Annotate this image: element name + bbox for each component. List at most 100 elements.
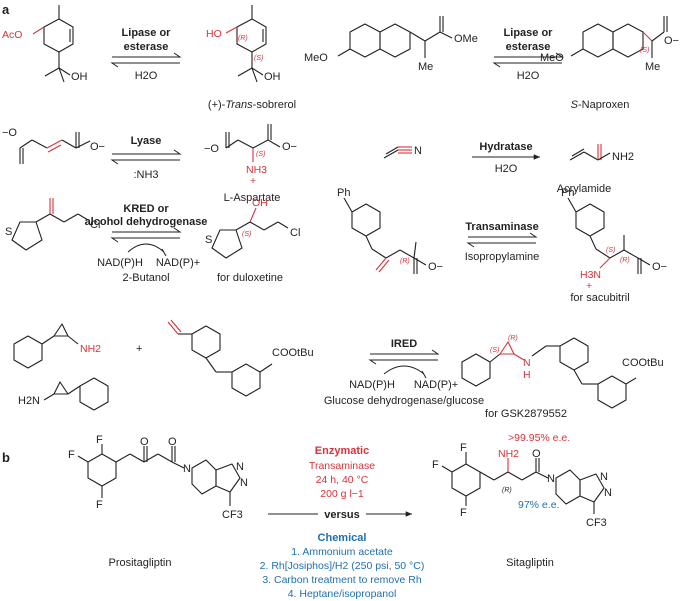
prositagliptin-structure: F F F O O N N N CF3 (68, 434, 248, 521)
trans-sobrerol-name: (+)-Trans-sobrerol (208, 99, 296, 111)
o-1: O (140, 436, 149, 448)
f-3: F (96, 499, 103, 511)
n-4: N (547, 473, 555, 485)
piperidine-aldehyde: COOtBu (167, 319, 314, 397)
acrylamide-name: Acrylamide (557, 183, 611, 195)
amide-nh2: NH2 (612, 151, 634, 163)
aldehyde-coo-tbu: COOtBu (272, 347, 314, 359)
ired-cofactor-1: NAD(P)H (349, 379, 395, 391)
f-2: F (68, 449, 75, 461)
ired-cosubstrate: Glucose dehydrogenase/glucose (324, 395, 484, 407)
kred-reagent-2: alcohol dehydrogenase (85, 216, 208, 228)
thiophene-s-2: S (205, 234, 212, 246)
aspartate-o-minus-2: O− (282, 141, 297, 153)
lyase-condition: :NH3 (133, 169, 158, 181)
lyase-reagent: Lyase (131, 135, 162, 147)
duloxetine-name: for duloxetine (217, 272, 283, 284)
f-6: F (460, 507, 467, 519)
plus-sign: + (136, 343, 142, 355)
naproxen-equilibrium-arrow (492, 52, 564, 68)
trans-cyclopropylamines: NH2 H2N (13, 323, 109, 411)
oh-label: OH (71, 71, 88, 83)
sacubitril-name: for sacubitril (570, 292, 629, 304)
gsk-name: for GSK2879552 (485, 408, 567, 420)
chemical-line-1: 1. Ammonium acetate (291, 546, 393, 558)
panel-b-label: b (2, 450, 10, 465)
chloride-1: Cl (90, 219, 100, 231)
ketone-stereo: (R) (400, 258, 410, 265)
versus-label: versus (324, 509, 359, 521)
n-5: N (600, 471, 608, 483)
naproxen-condition: H2O (517, 70, 540, 82)
sobrerol-equilibrium-arrow (110, 52, 182, 68)
s-naproxen-product: MeO (S) Me O− (540, 16, 679, 73)
chemical-line-2: 2. Rh[Josiphos]/H2 (250 psi, 50 °C) (260, 560, 425, 572)
product-coo-tbu: COOtBu (622, 357, 664, 369)
acrylamide-product: NH2 (569, 144, 634, 163)
trans-sobrerol-product: HO (R) (S) OH (206, 5, 281, 83)
transaminase-reagent: Transaminase (465, 221, 538, 233)
enzymatic-line-1: Transaminase (309, 460, 375, 472)
ired-arrow (368, 349, 440, 379)
naproxen-o-minus: O− (664, 35, 679, 47)
kred-cofactor-2: NAD(P)+ (156, 257, 200, 269)
sobrerol-starting-material: AcO OH (2, 5, 88, 83)
prositagliptin-name: Prositagliptin (109, 557, 172, 569)
enzymatic-line-2: 24 h, 40 °C (316, 474, 369, 486)
duloxetine-alcohol: S OH (S) Cl (205, 197, 300, 259)
o-minus-2: O− (652, 261, 667, 273)
naproxen-reagent: Lipase or (504, 27, 554, 39)
sacubitril-amine: Ph (S) (R) H3N + O− (561, 187, 667, 292)
sacubitril-ketone: Ph (R) O− (337, 187, 443, 274)
cf3-1: CF3 (222, 509, 243, 521)
nitrile-n: N (414, 145, 422, 157)
sobrerol-reagent: Lipase or (122, 27, 172, 39)
chemical-line-4: 4. Heptane/isopropanol (288, 588, 397, 600)
o-minus-1: O− (428, 261, 443, 273)
enzymatic-title: Enzymatic (315, 445, 369, 457)
chemical-line-3: 3. Carbon treatment to remove Rh (262, 574, 421, 586)
phenyl-label-2: Ph (561, 187, 574, 199)
lyase-arrow (110, 149, 182, 165)
versus-arrow (268, 506, 412, 520)
sitagliptin-name: Sitagliptin (506, 557, 554, 569)
f-1: F (96, 434, 103, 446)
thiophene-s: S (5, 226, 12, 238)
n-6: N (604, 487, 612, 499)
gsk-stereo-r: (R) (508, 335, 518, 342)
sitagliptin-stereo: (R) (502, 487, 512, 494)
nh3-plus: + (250, 175, 256, 187)
fumarate-o-minus-2: O− (90, 141, 105, 153)
hydratase-condition: H2O (495, 163, 518, 175)
gsk2879552-precursor: N H (S) (R) COOtBu (461, 335, 664, 409)
sobrerol-reagent-2: esterase (124, 41, 169, 53)
sobrerol-condition: H2O (135, 70, 158, 82)
o-2: O (168, 436, 177, 448)
aco-label: AcO (2, 29, 22, 41)
ired-cofactor-2: NAD(P)+ (414, 379, 458, 391)
o-3: O (532, 448, 541, 460)
ome-label: OMe (454, 33, 478, 45)
cyclopropyl-nh2: NH2 (80, 343, 101, 355)
me-label-2: Me (645, 61, 660, 73)
chloride-2: Cl (290, 227, 300, 239)
kred-cosubstrate: 2-Butanol (122, 272, 169, 284)
aspartate-stereo: (S) (256, 151, 265, 158)
fumarate: −O O− (2, 127, 105, 164)
amine-n: N (523, 357, 531, 369)
h3n-plus: + (586, 280, 592, 292)
thienyl-ketone: S Cl (5, 198, 100, 251)
stereo-r-label: (R) (238, 35, 248, 42)
amine-stereo-r: (R) (620, 257, 630, 264)
amine-h: H (523, 369, 531, 381)
l-aspartate: −O O− (S) NH3 + (204, 124, 297, 187)
enzymatic-line-3: 200 g l−1 (320, 488, 364, 500)
sitagliptin-structure: F F F NH2 (R) O N N N CF3 (432, 442, 612, 529)
n-1: N (183, 463, 191, 475)
hydratase-reagent: Hydratase (479, 141, 532, 153)
cf3-2: CF3 (586, 517, 607, 529)
meo-label: MeO (304, 52, 328, 64)
l-aspartate-name: L-Aspartate (224, 192, 281, 204)
phenyl-label-1: Ph (337, 187, 350, 199)
transaminase-arrow (466, 232, 538, 248)
